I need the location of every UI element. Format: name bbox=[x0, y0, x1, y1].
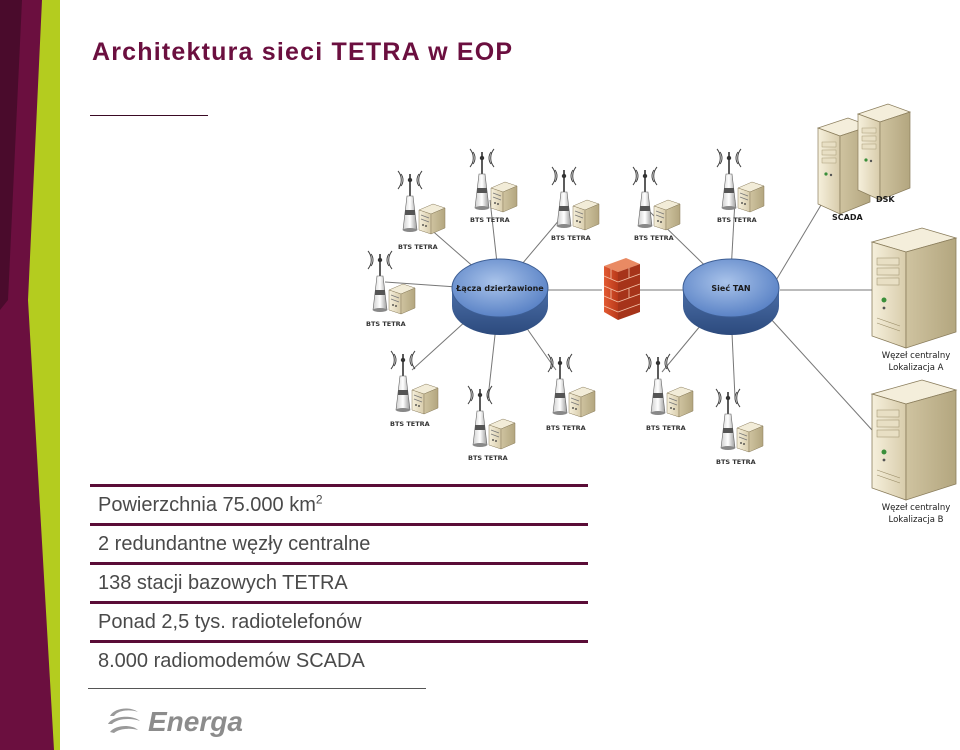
fact-modems: 8.000 radiomodemów SCADA bbox=[98, 650, 365, 672]
bts-station: BTS TETRA bbox=[645, 353, 694, 432]
bts-station: BTS TETRA bbox=[397, 170, 446, 251]
bts-station: BTS TETRA bbox=[715, 388, 764, 466]
fact-area-superscript: 2 bbox=[315, 492, 323, 507]
energa-swirl-icon bbox=[108, 708, 140, 733]
fact-divider bbox=[90, 523, 588, 526]
hub-leased-lines: Łącza dzierżawione bbox=[451, 258, 549, 335]
node-b-label-1: Węzeł centralny bbox=[882, 503, 951, 513]
bts-label: BTS TETRA bbox=[551, 234, 591, 242]
central-node-b: Węzeł centralny Lokalizacja B bbox=[871, 379, 957, 525]
bts-label: BTS TETRA bbox=[468, 454, 508, 462]
firewall-icon bbox=[603, 258, 641, 320]
fact-divider bbox=[90, 601, 588, 604]
dsk-server: DSK bbox=[857, 103, 911, 204]
fact-nodes: 2 redundantne węzły centralne bbox=[98, 533, 371, 555]
bts-station: BTS TETRA bbox=[716, 148, 765, 224]
bts-label: BTS TETRA bbox=[398, 243, 438, 251]
central-node-a: Węzeł centralny Lokalizacja A bbox=[871, 227, 957, 373]
hub-tan-network: Sieć TAN bbox=[682, 258, 780, 335]
bts-label: BTS TETRA bbox=[366, 320, 406, 328]
bts-station: BTS TETRA bbox=[546, 353, 596, 432]
bts-label: BTS TETRA bbox=[546, 424, 586, 432]
fact-divider bbox=[90, 484, 588, 487]
energa-logo-text: Energa bbox=[148, 706, 243, 737]
bts-label: BTS TETRA bbox=[470, 216, 510, 224]
bts-label: BTS TETRA bbox=[717, 216, 757, 224]
fact-divider bbox=[90, 640, 588, 643]
slide-title: Architektura sieci TETRA w EOP bbox=[92, 38, 514, 66]
footer-divider bbox=[88, 688, 426, 689]
bts-station: BTS TETRA bbox=[467, 385, 516, 462]
energa-logo: Energa bbox=[106, 700, 246, 744]
bts-station: BTS TETRA bbox=[469, 148, 518, 224]
scada-label: SCADA bbox=[832, 213, 863, 222]
scada-server: SCADA bbox=[817, 117, 871, 222]
node-a-label-2: Lokalizacja A bbox=[889, 363, 944, 373]
fact-stations: 138 stacji bazowych TETRA bbox=[98, 572, 348, 594]
facts-list: Powierzchnia 75.000 km2 2 redundantne wę… bbox=[90, 484, 590, 679]
side-decoration bbox=[0, 0, 60, 750]
title-underline bbox=[90, 115, 208, 116]
bts-station: BTS TETRA bbox=[390, 350, 439, 428]
bts-station: BTS TETRA bbox=[551, 166, 600, 242]
hub-leased-lines-label: Łącza dzierżawione bbox=[455, 284, 544, 293]
bts-station: BTS TETRA bbox=[366, 250, 416, 328]
fact-divider bbox=[90, 562, 588, 565]
bts-label: BTS TETRA bbox=[646, 424, 686, 432]
bts-station: BTS TETRA bbox=[632, 166, 681, 242]
bts-label: BTS TETRA bbox=[390, 420, 430, 428]
bts-label: BTS TETRA bbox=[716, 458, 756, 466]
node-a-label-1: Węzeł centralny bbox=[882, 351, 951, 361]
dsk-label: DSK bbox=[876, 195, 895, 204]
hub-tan-label: Sieć TAN bbox=[711, 283, 750, 293]
node-b-label-2: Lokalizacja B bbox=[889, 515, 944, 525]
fact-radios: Ponad 2,5 tys. radiotelefonów bbox=[98, 611, 362, 633]
bts-label: BTS TETRA bbox=[634, 234, 674, 242]
fact-area: Powierzchnia 75.000 km2 bbox=[98, 492, 323, 516]
